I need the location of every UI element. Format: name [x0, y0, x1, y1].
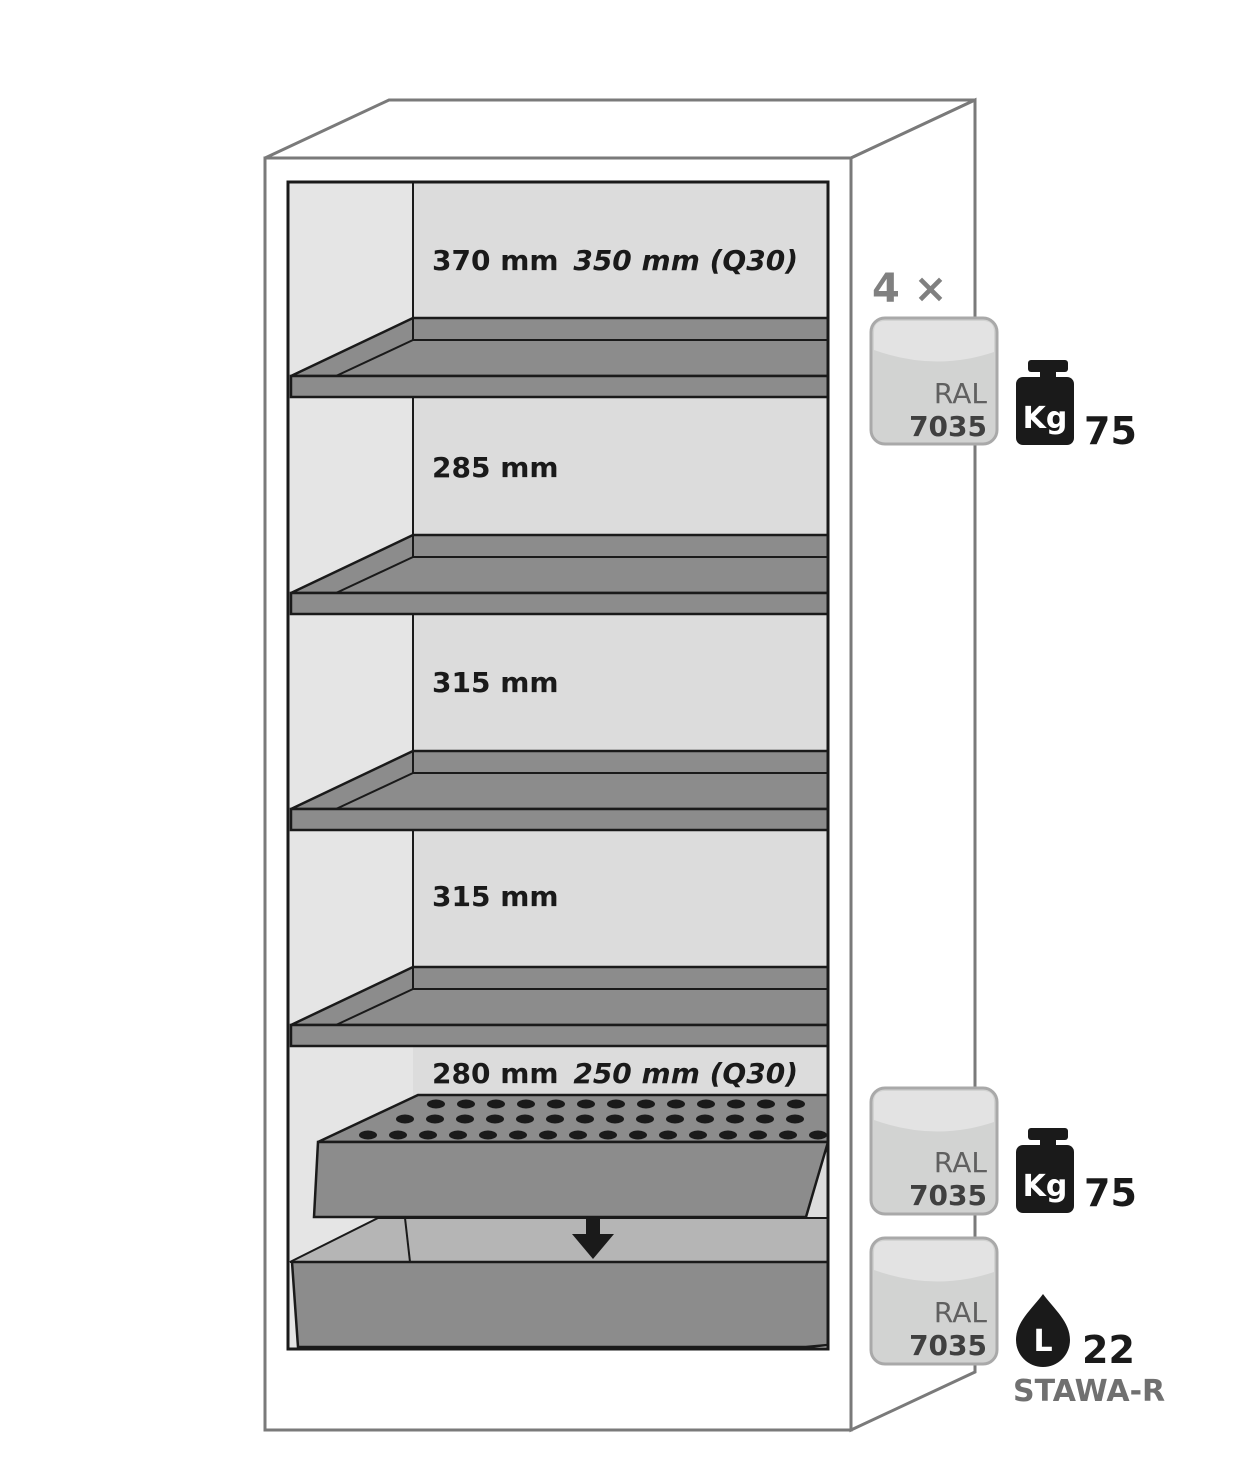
perforation-hole: [756, 1114, 774, 1124]
perforation-hole: [389, 1130, 407, 1140]
legend-perforated-insert-item: RAL 7035 Kg 75: [869, 1086, 1137, 1216]
perforation-hole: [509, 1130, 527, 1140]
ral-swatch: RAL 7035: [869, 316, 999, 446]
perforation-hole: [749, 1130, 767, 1140]
insert-load-value: 75: [1084, 1171, 1137, 1215]
ral-label: RAL: [934, 377, 987, 410]
perforation-hole: [449, 1130, 467, 1140]
shelf-3: [289, 749, 830, 832]
interior-outline: [286, 180, 830, 1351]
perforation-hole: [659, 1130, 677, 1140]
perforation-hole: [426, 1114, 444, 1124]
perforation-hole: [606, 1114, 624, 1124]
perforation-hole: [487, 1099, 505, 1109]
perforation-hole: [689, 1130, 707, 1140]
bottom-sump-tray: [289, 1217, 830, 1349]
perforation-hole: [546, 1114, 564, 1124]
weight-icon-label: Kg: [1023, 1169, 1068, 1204]
perforation-hole: [457, 1099, 475, 1109]
compartment-5-height: 280 mm: [432, 1057, 559, 1090]
weight-kg-icon: Kg: [1016, 360, 1074, 445]
insert-perforation-holes: [359, 1099, 827, 1140]
shelf-load-value: 75: [1084, 409, 1137, 453]
legend-shelf-item: 4 × RAL 7035 Kg 75: [869, 266, 1137, 453]
perforation-hole: [786, 1114, 804, 1124]
perforation-hole: [577, 1099, 595, 1109]
perforation-hole: [607, 1099, 625, 1109]
perforation-hole: [479, 1130, 497, 1140]
perforation-hole: [516, 1114, 534, 1124]
perforation-hole: [599, 1130, 617, 1140]
perforation-hole: [359, 1130, 377, 1140]
perforation-hole: [719, 1130, 737, 1140]
ral-code: 7035: [909, 1179, 987, 1212]
perforation-hole: [419, 1130, 437, 1140]
weight-kg-icon: Kg: [1016, 1128, 1074, 1213]
legend-sump-item: RAL 7035 L 22 STAWA-R: [869, 1236, 1165, 1409]
compartment-1-alt-height: 350 mm (Q30): [573, 244, 798, 277]
perforation-hole: [569, 1130, 587, 1140]
perforation-hole: [809, 1130, 827, 1140]
weight-icon-label: Kg: [1023, 401, 1068, 436]
perforation-hole: [629, 1130, 647, 1140]
shelf-2: [289, 533, 830, 616]
perforation-hole: [779, 1130, 797, 1140]
perforated-insert: [312, 1093, 830, 1219]
perforation-hole: [636, 1114, 654, 1124]
perforation-hole: [486, 1114, 504, 1124]
ral-swatch: RAL 7035: [869, 1236, 999, 1366]
perforation-hole: [666, 1114, 684, 1124]
sump-certification: STAWA-R: [1013, 1374, 1165, 1409]
perforation-hole: [757, 1099, 775, 1109]
liquid-drop-icon: L: [1016, 1294, 1070, 1367]
perforation-hole: [517, 1099, 535, 1109]
perforation-hole: [727, 1099, 745, 1109]
compartment-3-height: 315 mm: [432, 666, 559, 699]
ral-label: RAL: [934, 1296, 987, 1329]
compartment-1-height: 370 mm: [432, 244, 559, 277]
perforation-hole: [547, 1099, 565, 1109]
perforation-hole: [637, 1099, 655, 1109]
ral-swatch: RAL 7035: [869, 1086, 999, 1216]
perforation-hole: [539, 1130, 557, 1140]
ral-label: RAL: [934, 1146, 987, 1179]
ral-code: 7035: [909, 410, 987, 443]
perforation-hole: [667, 1099, 685, 1109]
perforation-hole: [726, 1114, 744, 1124]
perforation-hole: [576, 1114, 594, 1124]
perforation-hole: [697, 1099, 715, 1109]
sump-volume-value: 22: [1082, 1328, 1135, 1372]
perforation-hole: [427, 1099, 445, 1109]
compartment-2-height: 285 mm: [432, 451, 559, 484]
perforation-hole: [787, 1099, 805, 1109]
compartment-4-height: 315 mm: [432, 880, 559, 913]
perforation-hole: [456, 1114, 474, 1124]
ral-code: 7035: [909, 1329, 987, 1362]
compartment-5-alt-height: 250 mm (Q30): [573, 1057, 798, 1090]
perforation-hole: [696, 1114, 714, 1124]
shelf-quantity: 4 ×: [872, 266, 947, 312]
insert-down-arrow-icon: [572, 1218, 614, 1259]
drop-icon-label: L: [1033, 1324, 1052, 1359]
perforation-hole: [396, 1114, 414, 1124]
